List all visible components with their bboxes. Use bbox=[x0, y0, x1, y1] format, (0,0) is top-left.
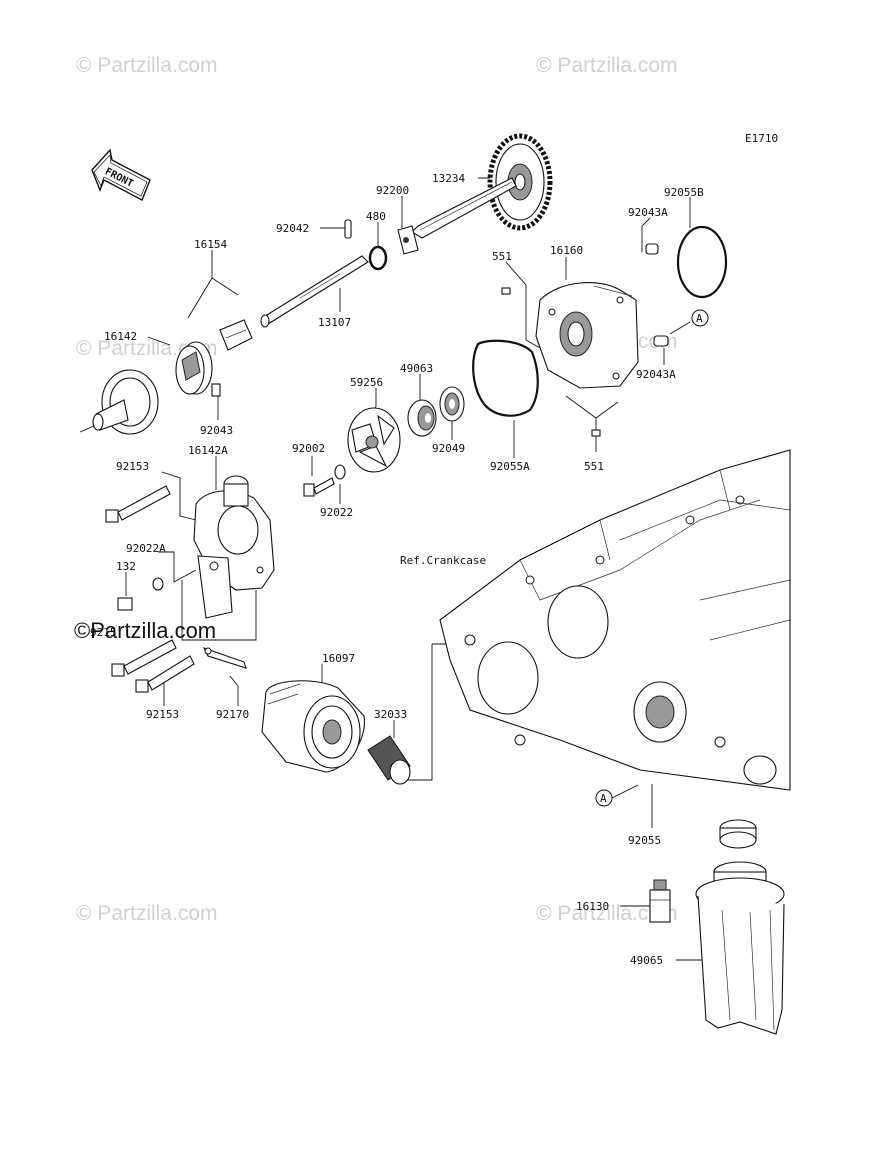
label-ref-crankcase: Ref.Crankcase bbox=[400, 554, 486, 567]
label-92170: 92170 bbox=[216, 708, 249, 721]
dowel-551-top bbox=[501, 287, 511, 295]
dowel-pin-92043A-bottom bbox=[653, 335, 669, 347]
label-92200: 92200 bbox=[376, 184, 409, 197]
pump-housing-16142 bbox=[79, 369, 159, 435]
inner-rotor-16154 bbox=[219, 319, 253, 351]
retainer-92200 bbox=[397, 225, 419, 255]
label-92055A: 92055A bbox=[490, 460, 530, 473]
watermark-top-left: © Partzilla.com bbox=[76, 54, 218, 77]
bolt-132 bbox=[117, 597, 133, 611]
mechanical-seal-49063 bbox=[407, 399, 437, 437]
label-92042: 92042 bbox=[276, 222, 309, 235]
label-480: 480 bbox=[366, 210, 386, 223]
label-16142A: 16142A bbox=[188, 444, 228, 457]
label-92043A-top: 92043A bbox=[628, 206, 668, 219]
leader-lines bbox=[125, 177, 704, 961]
impeller-59256 bbox=[347, 407, 401, 473]
label-13107: 13107 bbox=[318, 316, 351, 329]
bolt-92153-middle bbox=[111, 639, 177, 677]
label-132: 132 bbox=[116, 560, 136, 573]
label-92049: 92049 bbox=[432, 442, 465, 455]
washer-92022 bbox=[334, 464, 346, 480]
watermark-prominent: ©Partzilla.com bbox=[74, 618, 216, 643]
shaft-13107 bbox=[260, 255, 369, 328]
label-92043A-bottom: 92043A bbox=[636, 368, 676, 381]
circlip-480 bbox=[368, 245, 388, 271]
label-49065: 49065 bbox=[630, 954, 663, 967]
diagram-code: E1710 bbox=[745, 132, 778, 145]
oil-strainer-49065 bbox=[695, 861, 785, 1035]
bolt-92153-bottom bbox=[135, 655, 195, 693]
label-49063: 49063 bbox=[400, 362, 433, 375]
label-92153-hidden: 9215 bbox=[90, 626, 117, 639]
watermark-top-right: © Partzilla.com bbox=[536, 54, 678, 77]
water-pump-body-16142A bbox=[193, 475, 275, 619]
front-arrow-icon: FRONT bbox=[91, 148, 151, 201]
gasket-92055A bbox=[472, 339, 539, 417]
part-labels: 13234 92200 480 92042 92055B 92043A 551 … bbox=[90, 172, 704, 967]
clamp-92170 bbox=[202, 647, 247, 669]
label-92022A: 92022A bbox=[126, 542, 166, 555]
label-13234: 13234 bbox=[432, 172, 465, 185]
label-92022: 92022 bbox=[320, 506, 353, 519]
washer-92022A bbox=[152, 577, 164, 591]
label-16160: 16160 bbox=[550, 244, 583, 257]
label-16142: 16142 bbox=[104, 330, 137, 343]
watermark-bottom-right: © Partzilla.com bbox=[536, 902, 678, 925]
label-92043: 92043 bbox=[200, 424, 233, 437]
callout-marker-a-top bbox=[691, 309, 709, 327]
oil-filter-16097 bbox=[261, 680, 365, 773]
bolt-92153-top bbox=[105, 485, 171, 523]
label-92153-top: 92153 bbox=[116, 460, 149, 473]
o-ring-92055B bbox=[676, 225, 728, 299]
callout-marker-a-top-label: A bbox=[696, 312, 703, 325]
label-16097: 16097 bbox=[322, 652, 355, 665]
pump-shaft-13234 bbox=[411, 177, 517, 239]
label-92002: 92002 bbox=[292, 442, 325, 455]
pump-cover-16160 bbox=[535, 282, 639, 389]
label-551-top: 551 bbox=[492, 250, 512, 263]
seal-92049 bbox=[439, 386, 465, 422]
o-ring-92055 bbox=[719, 819, 757, 849]
dowel-551-bottom bbox=[591, 429, 601, 437]
dowel-pin-92043A-top bbox=[645, 243, 659, 255]
label-92055: 92055 bbox=[628, 834, 661, 847]
label-59256: 59256 bbox=[350, 376, 383, 389]
label-92153-bottom: 92153 bbox=[146, 708, 179, 721]
label-16130: 16130 bbox=[576, 900, 609, 913]
callout-marker-a-bottom-label: A bbox=[600, 792, 607, 805]
pressure-relief-16130 bbox=[649, 879, 671, 923]
crankcase-reference bbox=[439, 449, 791, 791]
outer-rotor-16142-ring bbox=[175, 341, 213, 395]
label-92055B: 92055B bbox=[664, 186, 704, 199]
label-551-bottom: 551 bbox=[584, 460, 604, 473]
bolt-92002 bbox=[303, 477, 335, 497]
pin-92042 bbox=[344, 219, 352, 239]
label-32033: 32033 bbox=[374, 708, 407, 721]
watermark-bottom-left: © Partzilla.com bbox=[76, 902, 218, 925]
label-16154: 16154 bbox=[194, 238, 227, 251]
pump-drive-gear-13234 bbox=[487, 133, 553, 231]
fitting-32033 bbox=[367, 735, 411, 785]
callout-marker-a-bottom bbox=[595, 789, 613, 807]
dowel-pin-92043 bbox=[211, 383, 221, 397]
